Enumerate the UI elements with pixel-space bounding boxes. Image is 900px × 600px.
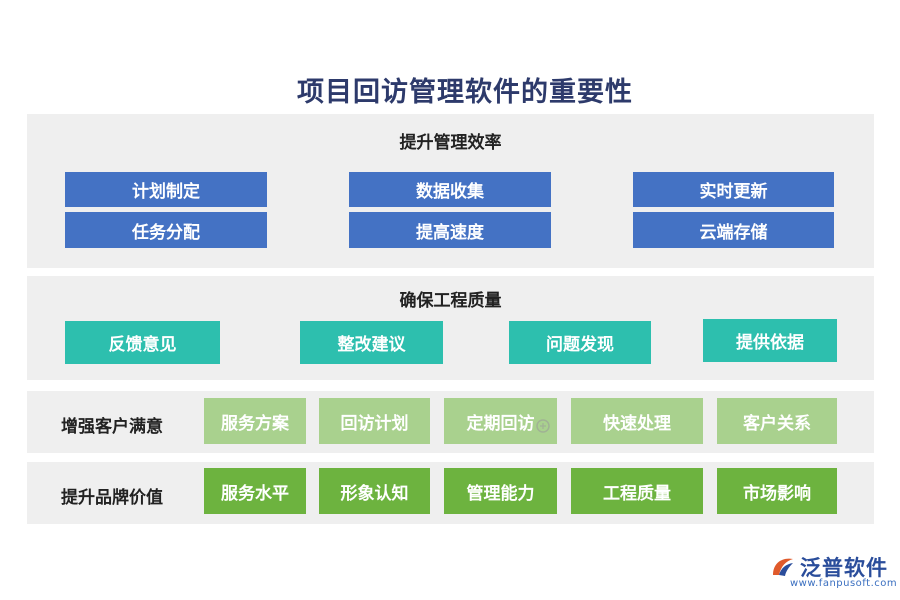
- box-market-influence: 市场影响: [717, 468, 837, 514]
- row-label-customer: 增强客户满意: [61, 417, 163, 437]
- box-data-collection: 数据收集: [349, 172, 551, 207]
- box-task-assign: 任务分配: [65, 212, 267, 248]
- box-customer-relation: 客户关系: [717, 398, 837, 444]
- logo-url: www.fanpusoft.com: [790, 578, 898, 589]
- box-basis: 提供依据: [703, 319, 837, 362]
- box-regular-visit: 定期回访: [444, 398, 557, 444]
- box-feedback: 反馈意见: [65, 321, 220, 364]
- watermark: [536, 419, 550, 433]
- row-label-brand: 提升品牌价值: [61, 488, 163, 508]
- box-problem-found: 问题发现: [509, 321, 651, 364]
- box-plan: 计划制定: [65, 172, 267, 207]
- box-service-plan: 服务方案: [204, 398, 306, 444]
- box-engineering-quality: 工程质量: [571, 468, 703, 514]
- brand-logo: 泛普软件: [770, 552, 888, 582]
- page-title: 项目回访管理软件的重要性: [297, 77, 633, 108]
- box-fast-process: 快速处理: [571, 398, 703, 444]
- box-service-level: 服务水平: [204, 468, 306, 514]
- logo-name: 泛普软件: [800, 556, 888, 580]
- box-rectification: 整改建议: [300, 321, 443, 364]
- box-management-ability: 管理能力: [444, 468, 557, 514]
- box-realtime-update: 实时更新: [633, 172, 834, 207]
- box-image: 形象认知: [319, 468, 430, 514]
- box-visit-plan: 回访计划: [319, 398, 430, 444]
- fanpu-logo-icon: [773, 558, 793, 576]
- box-speed: 提高速度: [349, 212, 551, 248]
- box-cloud-storage: 云端存储: [633, 212, 834, 248]
- panel-heading: 确保工程质量: [399, 291, 502, 311]
- watermark-logo-icon: [536, 419, 550, 433]
- panel-heading: 提升管理效率: [399, 133, 502, 153]
